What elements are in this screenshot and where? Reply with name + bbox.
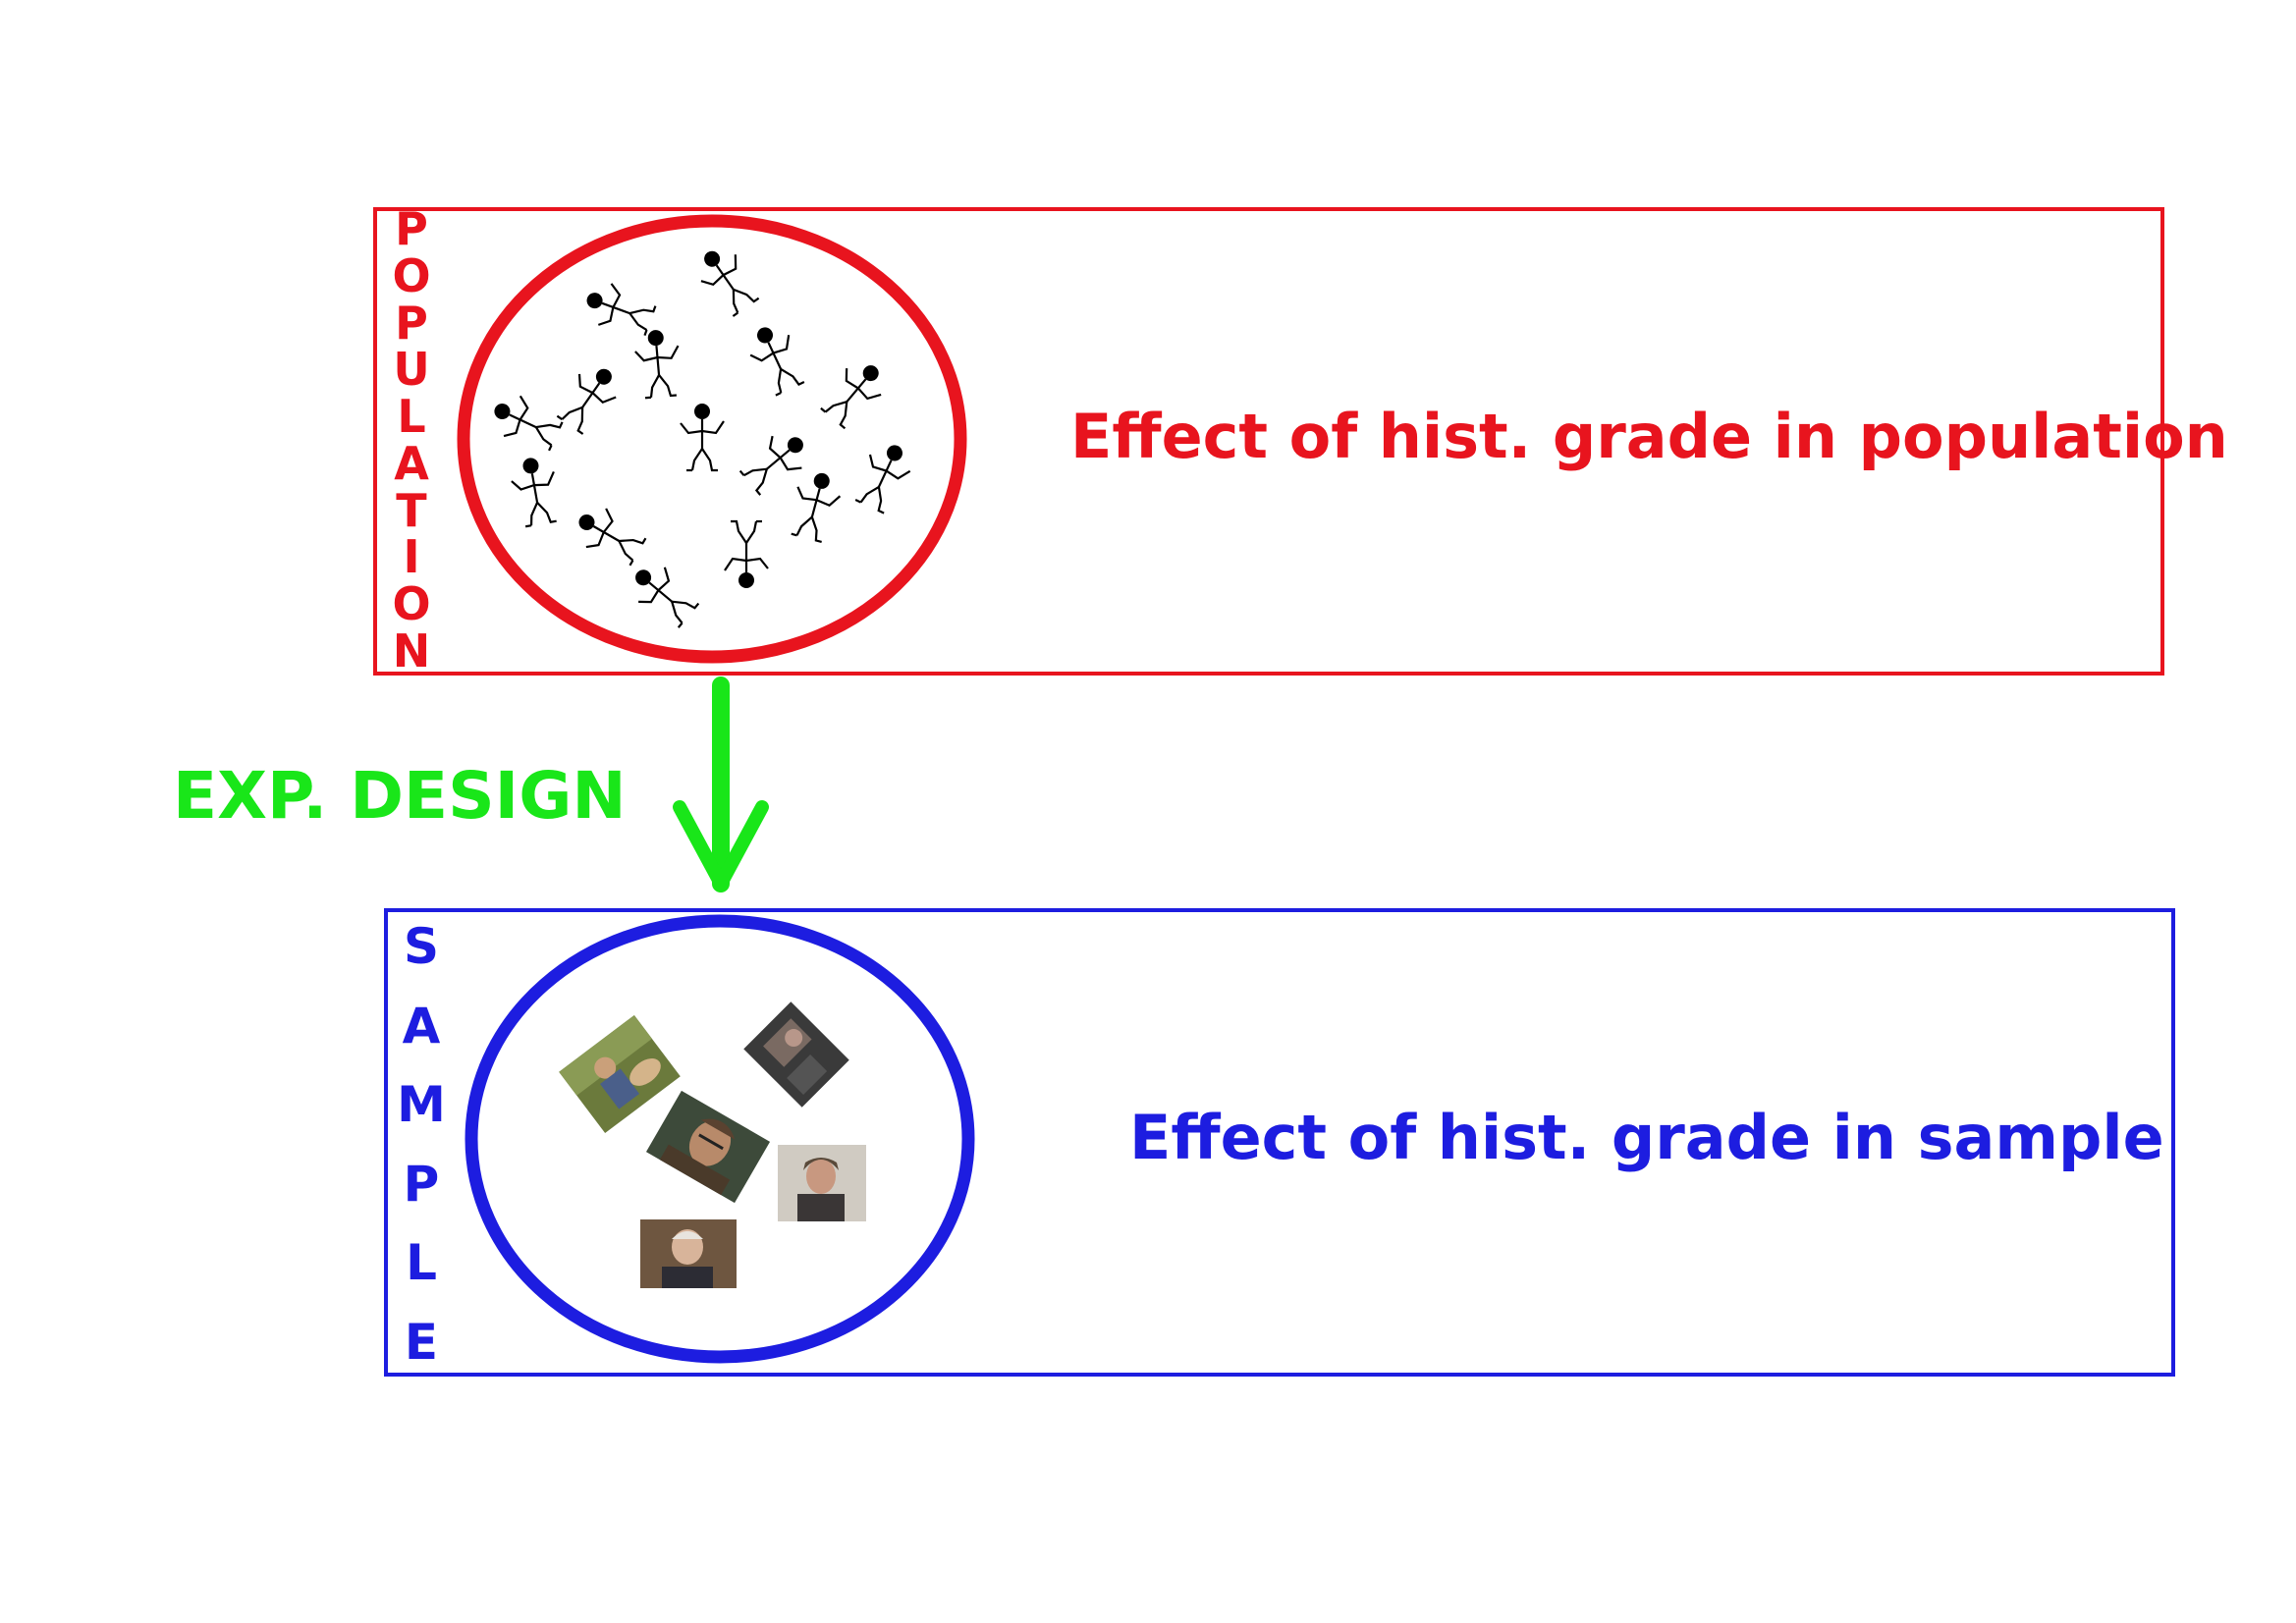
stick-figure	[551, 356, 628, 439]
population-letter: L	[397, 390, 426, 444]
stick-figure	[688, 239, 765, 321]
population-letter: P	[395, 202, 428, 255]
photo-woman-with-dog	[559, 1014, 681, 1134]
population-letter: A	[394, 436, 429, 490]
stick-figure	[848, 435, 919, 517]
population-letter: U	[393, 343, 430, 397]
population-ellipse	[457, 214, 967, 664]
stick-figure	[632, 327, 683, 400]
stick-figure	[622, 555, 704, 633]
sample-box	[384, 908, 2175, 1377]
sample-letter: M	[397, 1076, 446, 1134]
population-letter: O	[392, 577, 431, 631]
sample-letter: E	[404, 1313, 439, 1371]
sample-effect-text: Effect of hist. grade in sample	[1129, 1102, 2164, 1173]
population-letter: T	[396, 483, 427, 537]
population-figures	[484, 239, 919, 633]
stick-figure	[507, 453, 564, 529]
stick-figure	[815, 352, 894, 434]
sample-photos	[559, 1001, 866, 1288]
stick-figure	[740, 317, 811, 400]
sample-letter: L	[406, 1234, 437, 1292]
stick-figure	[735, 422, 817, 501]
exp-design-label: EXP. DESIGN	[173, 758, 627, 834]
stick-figure	[723, 519, 770, 590]
sample-letter: S	[403, 918, 439, 975]
stick-figure	[484, 387, 567, 458]
photo-dark-scene	[743, 1001, 849, 1108]
population-letter: N	[392, 623, 431, 677]
sample-letter: P	[403, 1155, 440, 1213]
sample-ellipse	[465, 914, 975, 1364]
exp-design-arrow	[673, 676, 769, 893]
population-effect-text: Effect of hist. grade in population	[1070, 401, 2228, 472]
stick-figure	[568, 498, 650, 572]
photo-man-glasses	[645, 1090, 771, 1204]
photo-woman-short-hair	[778, 1145, 866, 1221]
population-letter: O	[392, 248, 431, 302]
photo-elderly-man	[640, 1219, 737, 1288]
stick-figure	[784, 466, 847, 545]
stick-figure	[679, 402, 726, 472]
sample-letter: A	[402, 997, 441, 1055]
population-box	[373, 207, 2164, 676]
population-letter: I	[403, 530, 420, 584]
stick-figure	[578, 276, 659, 343]
population-letter: P	[395, 296, 428, 350]
